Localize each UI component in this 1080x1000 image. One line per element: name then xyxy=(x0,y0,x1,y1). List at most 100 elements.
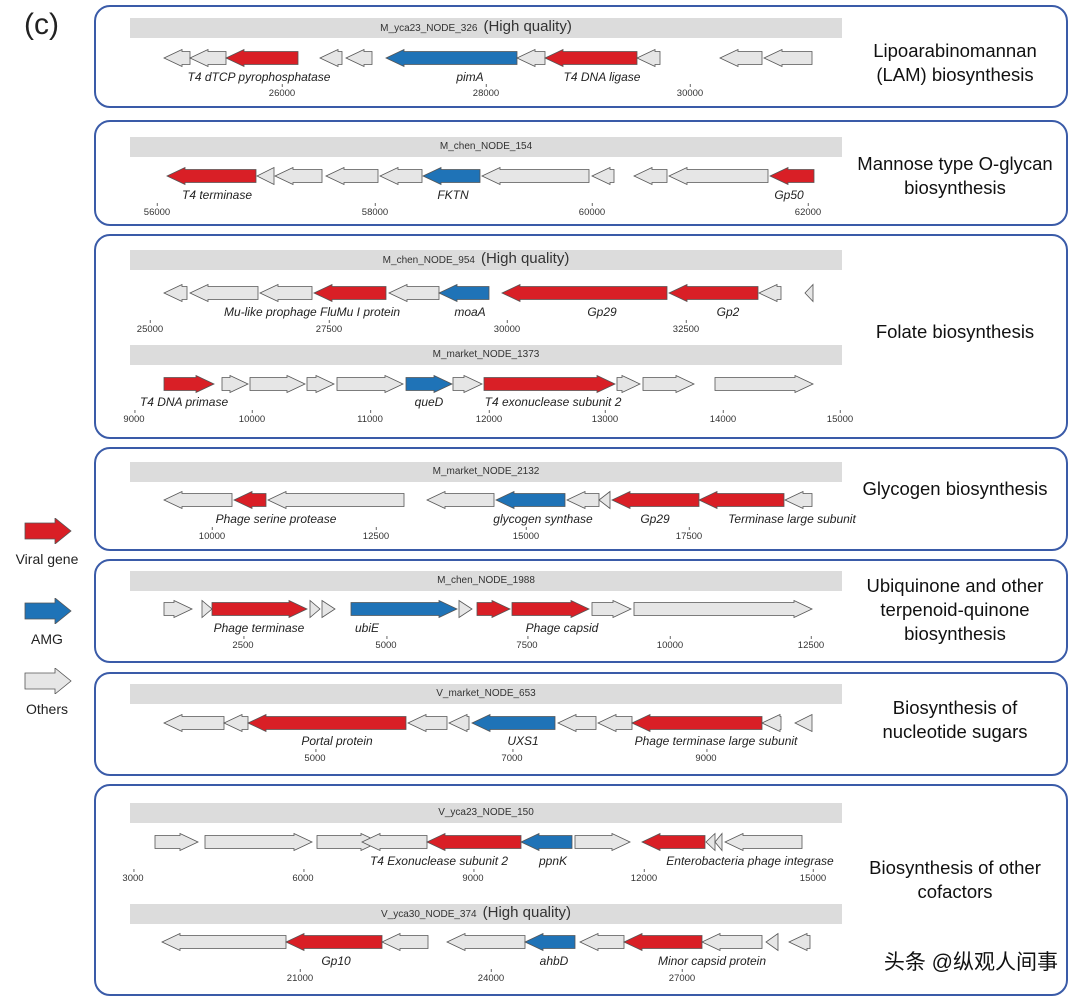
viral-gene-arrow xyxy=(225,48,299,68)
gene-label: ahbD xyxy=(539,954,569,968)
axis-tick-label: 15000 xyxy=(826,410,854,425)
contig-name: M_market_NODE_1373 xyxy=(432,349,540,360)
watermark: 头条 @纵观人间事 xyxy=(883,951,1058,974)
other-gene-arrow xyxy=(642,374,695,394)
other-gene-arrow xyxy=(274,166,323,186)
gene-label: Minor capsid protein xyxy=(657,954,767,968)
contig-bar xyxy=(130,571,842,591)
amg-gene-arrow xyxy=(385,48,518,68)
other-gene-arrow xyxy=(189,48,227,68)
other-gene-arrow xyxy=(306,374,335,394)
axis-tick-label: 12500 xyxy=(362,527,390,542)
axis-tick-label: 13000 xyxy=(591,410,619,425)
viral-gene-arrow xyxy=(544,48,638,68)
viral-gene-arrow xyxy=(501,283,668,303)
other-gene-arrow xyxy=(719,48,763,68)
other-gene-arrow xyxy=(325,166,379,186)
other-gene-arrow xyxy=(763,48,813,68)
gene-arrows xyxy=(161,932,811,952)
viral-gene-arrow xyxy=(476,599,511,619)
axis-tick-label: 30000 xyxy=(493,320,521,335)
other-gene-arrow xyxy=(316,832,380,852)
axis-tick-label: 27500 xyxy=(315,320,343,335)
viral-gene-arrow xyxy=(313,283,387,303)
gene-label: Phage terminase xyxy=(213,621,305,635)
other-gene-arrow xyxy=(633,599,813,619)
other-gene-arrow xyxy=(163,48,191,68)
other-gene-arrow xyxy=(163,283,188,303)
gene-arrows xyxy=(163,599,813,619)
other-gene-arrow xyxy=(256,166,275,186)
legend-viral-label: Viral gene xyxy=(15,551,79,567)
legend-amg-label: AMG xyxy=(31,631,63,647)
amg-gene-arrow xyxy=(405,374,453,394)
axis-tick-label: 2500 xyxy=(232,636,254,651)
other-gene-arrow xyxy=(163,599,193,619)
viral-gene-arrow xyxy=(166,166,257,186)
high-quality-tag: (High quality) xyxy=(483,18,572,35)
other-gene-arrow xyxy=(336,374,404,394)
viral-gene-arrow xyxy=(631,713,763,733)
gene-label: ppnK xyxy=(538,854,568,868)
pathway-label: Ubiquinone and other terpenoid-quinone b… xyxy=(866,575,1044,644)
other-gene-arrow xyxy=(701,932,763,952)
other-gene-arrow xyxy=(794,713,813,733)
contig-bar xyxy=(130,137,842,157)
other-gene-arrow xyxy=(446,932,526,952)
gene-label: T4 DNA ligase xyxy=(563,70,641,84)
axis-tick-label: 26000 xyxy=(268,84,296,99)
viral-gene-arrow xyxy=(511,599,590,619)
legend-others-arrow xyxy=(24,667,72,695)
axis-tick-label: 9000 xyxy=(123,410,145,425)
axis-tick-label: 17500 xyxy=(675,527,703,542)
pathway-label: Lipoarabinomannan (LAM) biosynthesis xyxy=(873,40,1037,85)
other-gene-arrow xyxy=(249,374,306,394)
axis-tick-label: 60000 xyxy=(578,203,606,218)
other-gene-arrow xyxy=(516,48,546,68)
contig-title: M_market_NODE_1373 xyxy=(433,349,540,360)
other-gene-arrow xyxy=(259,283,313,303)
other-gene-arrow xyxy=(591,599,632,619)
contig-name: V_market_NODE_653 xyxy=(436,688,536,699)
other-gene-arrow xyxy=(668,166,769,186)
contig-name: M_yca23_NODE_326 xyxy=(380,23,478,34)
other-gene-arrow xyxy=(597,713,633,733)
gene-label: pimA xyxy=(456,70,484,84)
contig-title: V_yca23_NODE_150 xyxy=(438,807,534,818)
gene-arrows xyxy=(163,48,813,68)
gene-arrows xyxy=(163,490,813,510)
contig-name: V_yca23_NODE_150 xyxy=(438,807,534,818)
other-gene-arrow xyxy=(804,283,814,303)
amg-gene-arrow xyxy=(495,490,566,510)
viral-gene-arrow xyxy=(426,832,522,852)
contig-title: M_chen_NODE_954(High quality) xyxy=(383,250,570,267)
axis-tick-label: 5000 xyxy=(375,636,397,651)
pathway-label: Glycogen biosynthesis xyxy=(862,478,1048,499)
gene-label: Phage serine protease xyxy=(215,512,337,526)
viral-gene-arrow xyxy=(623,932,703,952)
gene-label: Gp2 xyxy=(716,305,740,319)
panel-label: (c) xyxy=(24,8,59,41)
axis-tick-label: 15000 xyxy=(512,527,540,542)
viral-gene-arrow xyxy=(233,490,267,510)
gene-label: T4 exonuclease subunit 2 xyxy=(484,395,622,409)
other-gene-arrow xyxy=(189,283,259,303)
gene-label: FKTN xyxy=(437,188,469,202)
other-gene-arrow xyxy=(163,713,225,733)
axis-tick-label: 10000 xyxy=(238,410,266,425)
contig-name: M_chen_NODE_154 xyxy=(439,141,533,152)
other-gene-arrow xyxy=(407,713,448,733)
other-gene-arrow xyxy=(557,713,597,733)
contig-bar xyxy=(130,345,842,365)
axis-tick-label: 11000 xyxy=(357,410,383,425)
gene-arrows xyxy=(166,166,815,186)
axis-tick-label: 58000 xyxy=(361,203,389,218)
other-gene-arrow xyxy=(163,490,233,510)
amg-gene-arrow xyxy=(520,832,573,852)
other-gene-arrow xyxy=(566,490,600,510)
contig-title: V_yca30_NODE_374(High quality) xyxy=(381,904,571,921)
legend-viral-gene: Viral gene xyxy=(12,517,82,567)
contig-bar xyxy=(130,803,842,823)
